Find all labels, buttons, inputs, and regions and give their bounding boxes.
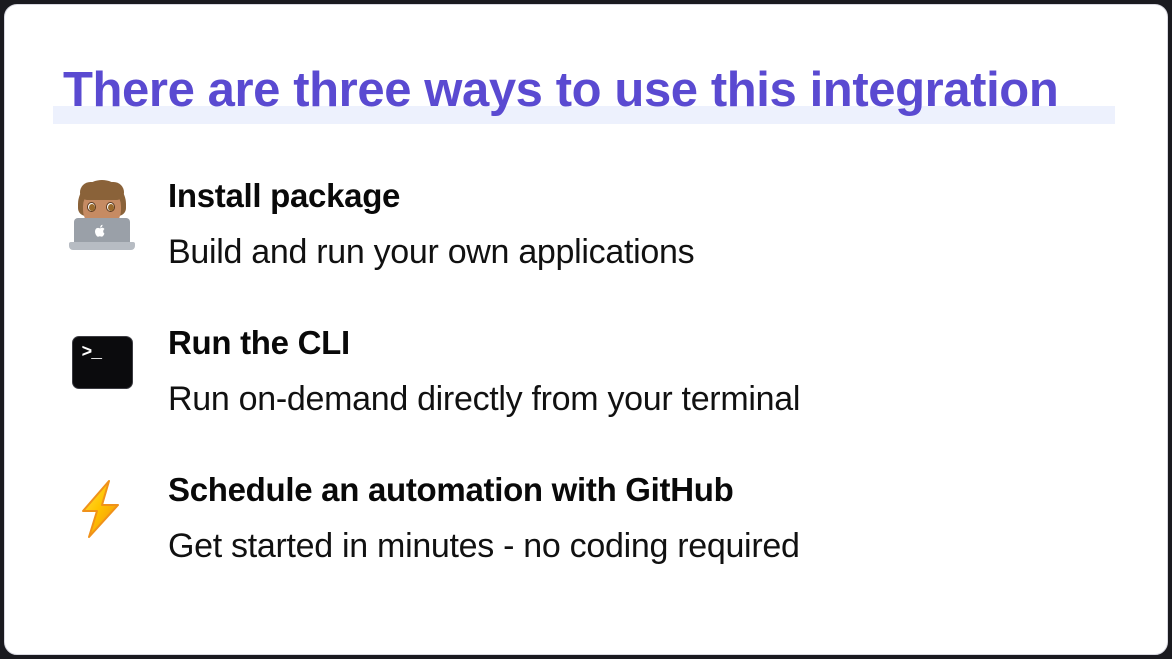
slide-card: There are three ways to use this integra… xyxy=(4,4,1168,655)
title-highlight-band xyxy=(53,106,1115,124)
list-item: Schedule an automation with GitHub Get s… xyxy=(5,467,1167,614)
list-item-heading: Run the CLI xyxy=(168,324,350,361)
list-item: Install package Build and run your own a… xyxy=(5,173,1167,320)
list-item-body: Schedule an automation with GitHub Get s… xyxy=(168,467,1147,571)
terminal-icon: >_ xyxy=(67,324,137,400)
page-title-text: There are three ways to use this integra… xyxy=(63,63,1059,117)
apple-logo-icon xyxy=(95,224,107,238)
technologist-pupil-left xyxy=(89,204,95,211)
list-item-subtitle: Get started in minutes - no coding requi… xyxy=(168,527,800,565)
list-item-subtitle: Build and run your own applications xyxy=(168,233,695,271)
laptop-base xyxy=(69,242,135,250)
list-item-body: Run the CLI Run on-demand directly from … xyxy=(168,320,1147,424)
list-item-heading: Schedule an automation with GitHub xyxy=(168,471,734,508)
technologist-pupil-right xyxy=(108,204,114,211)
list-item-heading: Install package xyxy=(168,177,401,214)
list-item: >_ Run the CLI Run on-demand directly fr… xyxy=(5,320,1167,467)
terminal-prompt-glyph: >_ xyxy=(81,342,103,363)
ways-list: Install package Build and run your own a… xyxy=(5,173,1167,614)
page-title: There are three ways to use this integra… xyxy=(53,57,1117,124)
technologist-fringe xyxy=(80,182,124,200)
list-item-subtitle: Run on-demand directly from your termina… xyxy=(168,380,801,418)
man-technologist-icon xyxy=(67,177,137,253)
list-item-body: Install package Build and run your own a… xyxy=(168,173,1147,277)
high-voltage-icon xyxy=(67,471,137,547)
